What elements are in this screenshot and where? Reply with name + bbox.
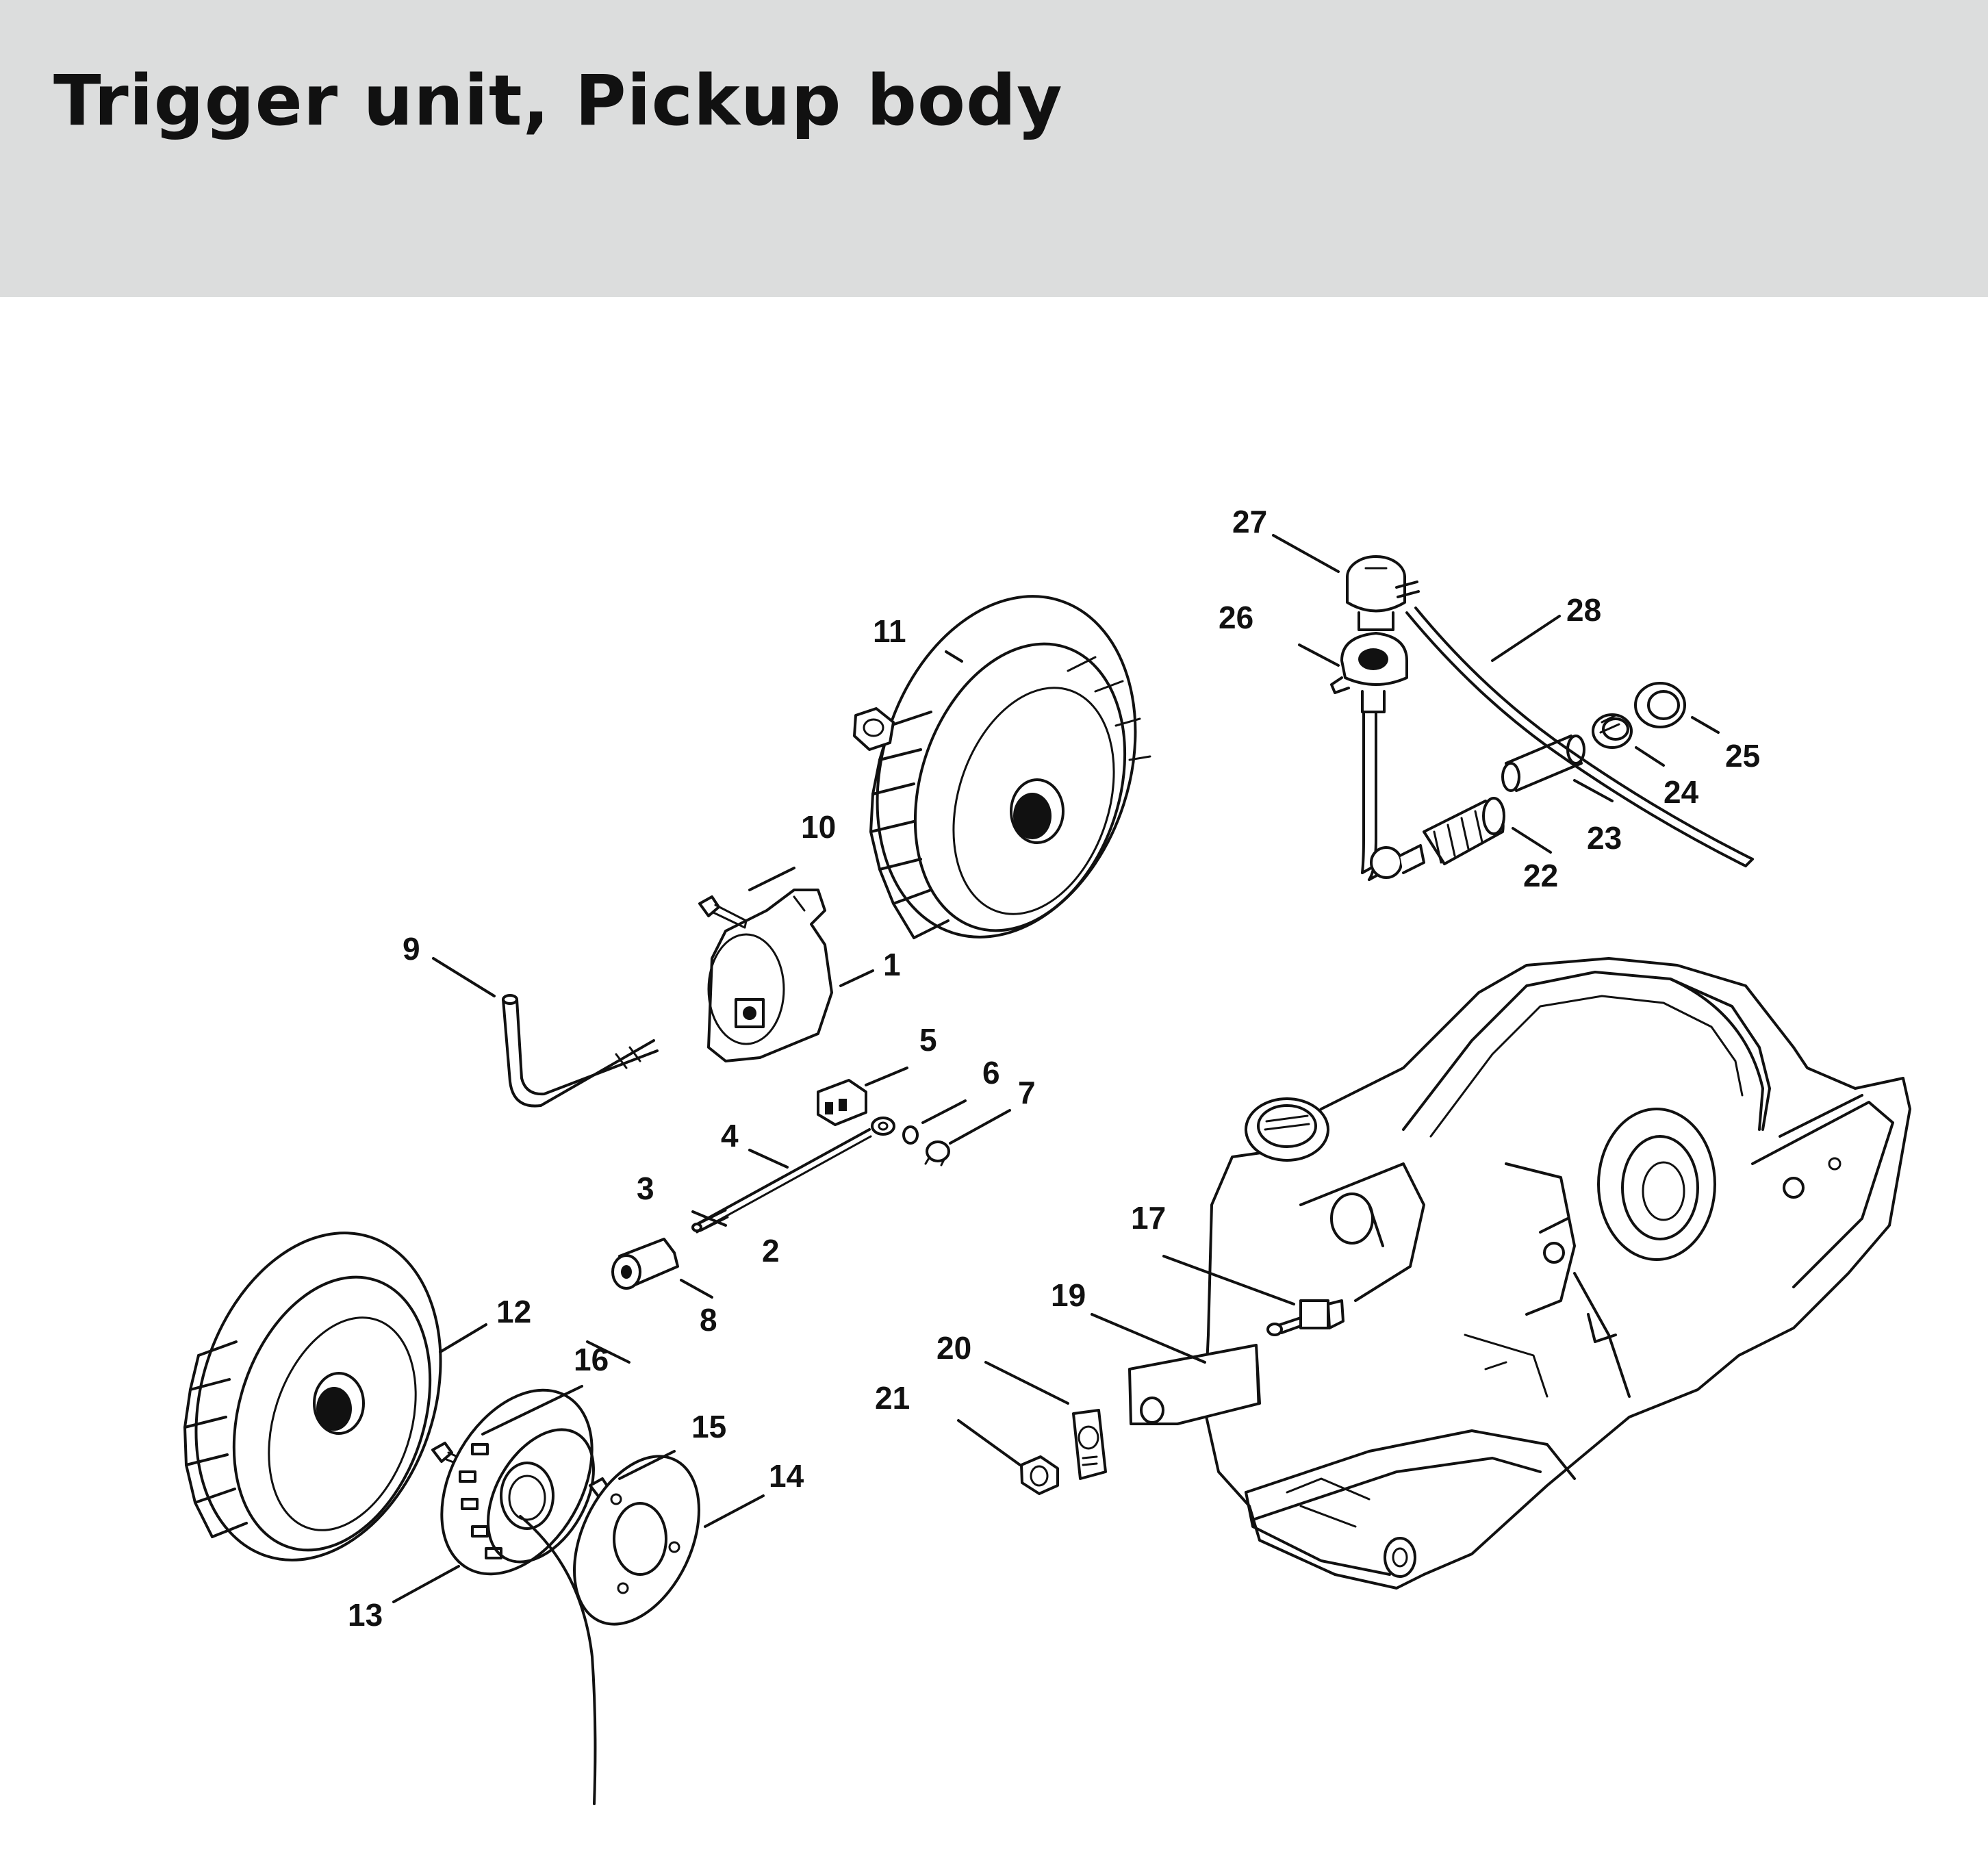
part-11-nut[interactable] [853,707,895,751]
part-24-grommet[interactable] [1592,713,1633,749]
part-27-fitting[interactable] [1346,555,1420,631]
part-26-banjo[interactable] [1330,632,1408,881]
callout-9: 9 [403,931,420,967]
part-28-hose[interactable] [1405,607,1754,867]
callout-labels: 1 2 3 4 5 6 7 8 9 10 11 12 13 14 15 16 1… [348,504,1760,1633]
callout-1: 1 [883,947,901,982]
part-23-sleeve[interactable] [1501,735,1585,792]
callout-6: 6 [982,1055,1000,1091]
part-7-screw[interactable] [924,1140,950,1166]
part-2-sleeve[interactable] [697,1209,729,1232]
callout-10: 10 [801,809,836,845]
part-14-plate[interactable] [550,1436,724,1644]
part-17-fitting[interactable] [1266,1299,1345,1336]
callout-5: 5 [919,1022,937,1058]
callout-27: 27 [1232,504,1267,539]
part-6-washer[interactable] [902,1125,919,1145]
part-4-wire[interactable] [693,1117,895,1234]
callout-7: 7 [1018,1075,1036,1110]
part-5-connector[interactable] [817,1079,867,1126]
callout-28: 28 [1566,592,1601,628]
part-11-flywheel[interactable] [835,563,1177,971]
callout-16: 16 [574,1342,609,1377]
part-12-flywheel[interactable] [156,1201,481,1592]
callout-21: 21 [875,1380,910,1416]
callout-17: 17 [1131,1200,1166,1236]
callout-14: 14 [769,1458,804,1494]
part-22-pickup-body[interactable] [1370,797,1505,879]
crankcase-housing[interactable] [1203,957,1911,1590]
callout-26: 26 [1219,600,1253,635]
part-20-plate[interactable] [1072,1409,1107,1480]
part-13-stator[interactable] [411,1364,623,1805]
callout-15: 15 [691,1409,726,1444]
callout-11: 11 [873,613,906,649]
callout-20: 20 [936,1330,971,1366]
callout-3: 3 [637,1171,654,1206]
header-bar: Trigger unit, Pickup body [0,0,1988,297]
part-1-ignition-module[interactable] [707,889,833,1062]
callout-25: 25 [1725,738,1760,774]
parts-diagram: 1 2 3 4 5 6 7 8 9 10 11 12 13 14 15 16 1… [156,504,1911,1805]
leader-lines [392,534,1720,1603]
part-8-cap[interactable] [611,1238,679,1290]
part-21-nut[interactable] [1020,1455,1059,1495]
part-25-cap[interactable] [1634,682,1686,728]
part-10-screw[interactable] [698,895,748,929]
callout-2: 2 [762,1233,780,1268]
callout-23: 23 [1587,820,1622,856]
callout-8: 8 [700,1302,717,1338]
callout-13: 13 [348,1597,383,1633]
callout-4: 4 [721,1118,739,1153]
callout-22: 22 [1523,858,1558,893]
callout-24: 24 [1664,774,1699,810]
callout-12: 12 [496,1294,531,1329]
page-title: Trigger unit, Pickup body [53,60,1063,142]
callout-19: 19 [1051,1277,1086,1313]
part-19-bracket[interactable] [1128,1344,1261,1425]
part-9-bent-rod[interactable] [502,994,659,1108]
part-3-pin[interactable] [691,1223,702,1232]
